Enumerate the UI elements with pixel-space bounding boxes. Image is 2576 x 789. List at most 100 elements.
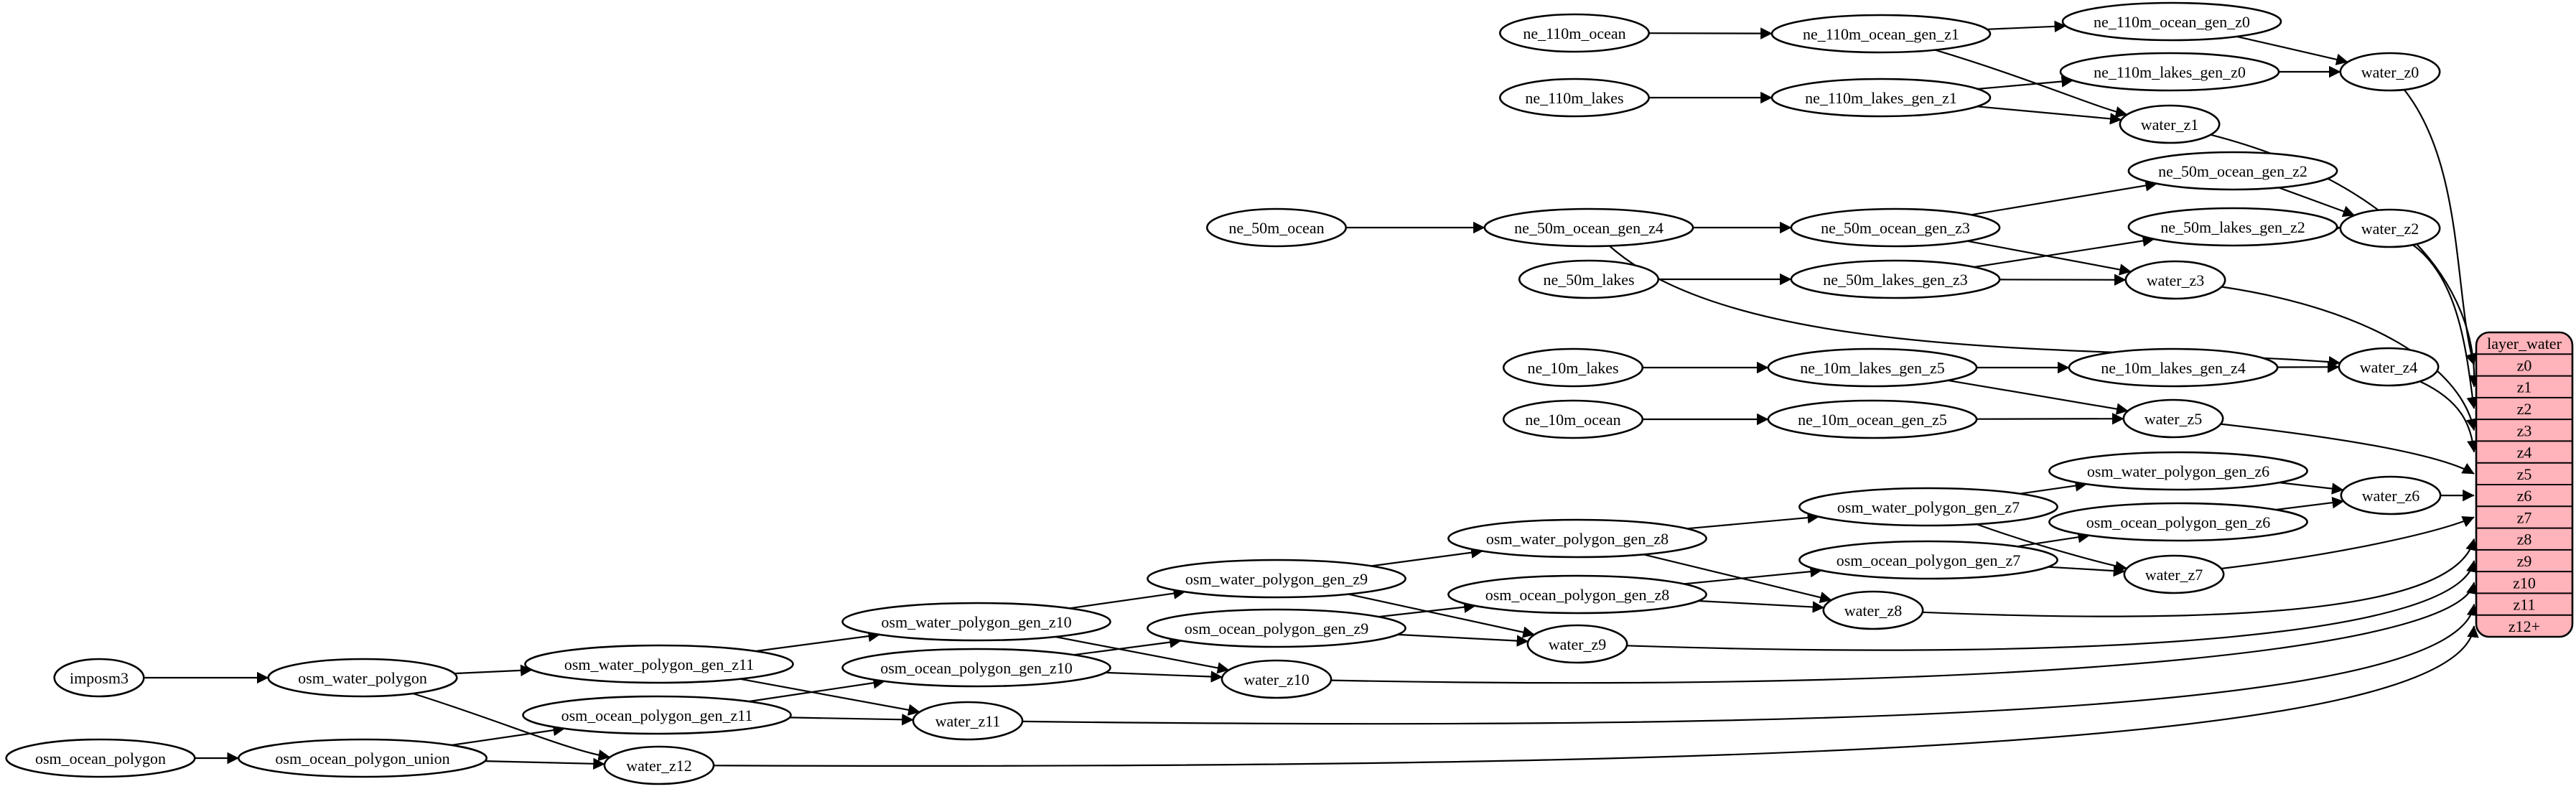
edge-ne_110m_lakes_gen_z1-to-ne_110m_lakes_gen_z0: [1977, 75, 2073, 90]
node-label: osm_water_polygon_gen_z7: [1837, 498, 2020, 516]
node-ne_10m_ocean_gen_z5: ne_10m_ocean_gen_z5: [1767, 399, 1978, 439]
table-row-z10: z10: [2513, 574, 2536, 592]
node-label: osm_ocean_polygon_gen_z10: [880, 659, 1073, 677]
edge-osm_water_polygon-to-osm_water_polygon_gen_z11: [454, 664, 533, 677]
node-ne_110m_lakes_gen_z0: ne_110m_lakes_gen_z0: [2059, 52, 2280, 92]
node-label: ne_10m_lakes_gen_z5: [1800, 359, 1945, 377]
node-water_z6: water_z6: [2340, 475, 2442, 515]
node-water_z3: water_z3: [2124, 260, 2226, 300]
node-label: ne_50m_lakes: [1543, 271, 1634, 289]
node-osm_water_polygon_gen_z8: osm_water_polygon_gen_z8: [1447, 518, 1707, 559]
node-ellipse: [2338, 347, 2440, 387]
node-ellipse: [603, 745, 715, 785]
node-osm_water_polygon_gen_z6: osm_water_polygon_gen_z6: [2048, 451, 2308, 491]
node-label: ne_10m_ocean: [1525, 411, 1620, 429]
table-row-z5: z5: [2517, 465, 2532, 483]
node-ne_50m_ocean_gen_z3: ne_50m_ocean_gen_z3: [1790, 207, 2001, 248]
edge-ne_50m_ocean_gen_z3-to-water_z3: [1967, 240, 2132, 276]
edge-osm_ocean_polygon_gen_z7-to-water_z7: [2048, 564, 2126, 577]
node-label: osm_water_polygon_gen_z10: [881, 613, 1071, 631]
node-ellipse: [2124, 260, 2226, 300]
table-row-z8: z8: [2517, 531, 2532, 548]
node-ellipse: [2127, 151, 2338, 191]
node-label: water_z9: [1549, 635, 1607, 653]
node-osm_ocean_polygon_union: osm_ocean_polygon_union: [237, 738, 487, 778]
node-osm_ocean_polygon_gen_z9: osm_ocean_polygon_gen_z9: [1147, 608, 1406, 648]
table-row-z11: z11: [2514, 596, 2536, 614]
node-ellipse: [1147, 608, 1406, 648]
node-label: osm_water_polygon: [298, 669, 427, 687]
node-label: ne_50m_ocean_gen_z2: [2158, 162, 2307, 180]
node-label: water_z4: [2360, 358, 2418, 376]
table-row-z0: z0: [2517, 356, 2532, 374]
node-label: osm_water_polygon_gen_z9: [1185, 570, 1368, 588]
node-ellipse: [1526, 624, 1628, 664]
node-ellipse: [2119, 104, 2221, 144]
edge-osm_ocean_polygon_gen_z11-to-osm_ocean_polygon_gen_z10: [748, 677, 885, 703]
node-water_z4: water_z4: [2338, 347, 2440, 387]
node-ellipse: [1767, 347, 1978, 388]
node-label: osm_ocean_polygon_gen_z11: [561, 706, 753, 724]
node-imposm3: imposm3: [53, 658, 145, 698]
node-ellipse: [53, 658, 145, 698]
node-ellipse: [2122, 398, 2224, 439]
node-ellipse: [2059, 52, 2280, 92]
edge-osm_ocean_polygon_gen_z9-to-osm_ocean_polygon_gen_z8: [1378, 601, 1476, 618]
node-ne_10m_lakes_gen_z5: ne_10m_lakes_gen_z5: [1767, 347, 1978, 388]
node-osm_ocean_polygon_gen_z6: osm_ocean_polygon_gen_z6: [2048, 502, 2308, 542]
node-ellipse: [522, 695, 792, 735]
node-ellipse: [1798, 540, 2058, 580]
node-ellipse: [2048, 451, 2308, 491]
edge-ne_110m_ocean_gen_z0-to-water_z0: [2236, 35, 2348, 65]
node-label: ne_110m_ocean: [1523, 24, 1625, 42]
node-label: water_z7: [2145, 566, 2203, 584]
node-label: osm_water_polygon_gen_z11: [564, 655, 754, 673]
node-label: ne_50m_ocean_gen_z3: [1821, 219, 1970, 237]
node-water_z11: water_z11: [912, 701, 1024, 741]
edge-osm_water_polygon_gen_z10-to-water_z10: [1055, 635, 1230, 674]
node-label: water_z1: [2141, 116, 2199, 134]
node-ne_10m_lakes: ne_10m_lakes: [1502, 347, 1644, 388]
node-ellipse: [1147, 559, 1406, 599]
node-ne_50m_ocean_gen_z2: ne_50m_ocean_gen_z2: [2127, 151, 2338, 191]
node-water_z1: water_z1: [2119, 104, 2221, 144]
edge-osm_ocean_polygon_gen_z11-to-water_z11: [789, 714, 914, 726]
node-label: water_z2: [2361, 220, 2419, 238]
edge-ne_110m_lakes_gen_z1-to-water_z1: [1977, 106, 2122, 125]
node-water_z8: water_z8: [1822, 590, 1924, 630]
table-row-z7: z7: [2517, 508, 2532, 526]
node-label: ne_110m_ocean_gen_z1: [1803, 25, 1959, 43]
node-label: water_z5: [2145, 410, 2203, 428]
node-ellipse: [841, 602, 1111, 642]
node-water_z5: water_z5: [2122, 398, 2224, 439]
node-ne_110m_ocean_gen_z0: ne_110m_ocean_gen_z0: [2061, 1, 2282, 42]
edge-osm_ocean_polygon_gen_z10-to-osm_ocean_polygon_gen_z9: [1073, 636, 1182, 656]
node-ellipse: [841, 648, 1111, 688]
node-label: water_z12: [626, 757, 692, 775]
edge-water_z10-to-z10: [1330, 582, 2478, 684]
node-ellipse: [912, 701, 1024, 741]
node-ne_50m_lakes_gen_z3: ne_50m_lakes_gen_z3: [1790, 259, 2001, 299]
node-label: osm_ocean_polygon: [35, 750, 166, 767]
node-label: ne_50m_lakes_gen_z2: [2160, 218, 2305, 236]
edge-water_z7-to-z7: [2221, 516, 2475, 570]
edge-water_z12-to-z12+: [714, 625, 2479, 767]
edges-layer: [144, 20, 2481, 770]
node-ellipse: [1502, 399, 1644, 439]
node-osm_ocean_polygon_gen_z11: osm_ocean_polygon_gen_z11: [522, 695, 792, 735]
node-ellipse: [267, 658, 458, 698]
node-label: ne_50m_ocean: [1228, 219, 1324, 237]
node-water_z10: water_z10: [1221, 659, 1333, 699]
table-header-label: layer_water: [2487, 335, 2562, 353]
edge-osm_water_polygon_gen_z9-to-water_z9: [1348, 593, 1535, 638]
node-label: water_z0: [2361, 63, 2419, 81]
table-row-z9: z9: [2517, 552, 2532, 570]
edge-water_z2-to-z2: [2412, 244, 2478, 409]
edge-water_z8-to-z8: [1922, 538, 2478, 617]
node-label: osm_ocean_polygon_gen_z8: [1485, 586, 1670, 604]
node-ellipse: [2339, 52, 2441, 92]
edge-water_z5-to-z5: [2221, 423, 2475, 475]
edge-ne_50m_lakes_gen_z3-to-ne_50m_lakes_gen_z2: [1974, 235, 2155, 269]
table-row-z2: z2: [2517, 400, 2532, 418]
edge-osm_ocean_polygon_gen_z9-to-water_z9: [1397, 633, 1529, 647]
